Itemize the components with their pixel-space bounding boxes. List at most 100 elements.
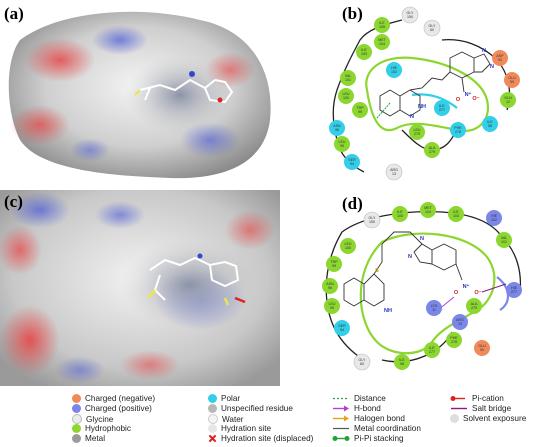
panel-c: (c) xyxy=(0,190,280,386)
legend-hydration-site: Hydration site xyxy=(208,424,271,433)
pi-pi-line-icon xyxy=(332,436,350,441)
legend-water: Water xyxy=(208,414,244,424)
legend-glycine: Glycine xyxy=(72,414,113,424)
surface-render-c xyxy=(0,190,280,386)
metal-coordination-line-icon xyxy=(333,427,349,430)
pocket-positive-outline xyxy=(496,276,509,311)
legend-metal: Metal xyxy=(72,434,105,443)
legend-halogen-bond: Halogen bond xyxy=(332,414,405,423)
ligand-structure-d xyxy=(343,231,463,307)
legend-hydration-displaced: Hydration site (displaced) xyxy=(208,434,313,443)
solvent-exposure-swatch xyxy=(450,414,459,423)
pi-cation-line-icon xyxy=(450,396,465,401)
legend-pi-pi: Pi-Pi stacking xyxy=(332,434,404,443)
hbond-arrow-icon xyxy=(333,405,349,412)
salt-bridge-interaction xyxy=(481,283,507,293)
hydration-site-swatch xyxy=(208,424,217,433)
atom-nh: NH xyxy=(418,104,426,110)
legend: Charged (negative) Charged (positive) Gl… xyxy=(0,386,550,447)
legend-distance: Distance xyxy=(332,394,386,403)
panel-label-c: (c) xyxy=(4,192,23,211)
panel-label-d: (d) xyxy=(342,194,363,213)
glycine-swatch xyxy=(72,414,82,424)
legend-unspecified: Unspecified residue xyxy=(208,404,293,413)
legend-solvent-exposure: Solvent exposure xyxy=(450,414,526,423)
panel-a: (a) xyxy=(0,0,280,186)
hydrophobic-swatch xyxy=(72,424,81,433)
atom-nplus: N⁺ xyxy=(463,283,470,290)
ligand-sticks-a xyxy=(139,78,234,104)
halogen-arrow-icon xyxy=(333,415,349,422)
polar-swatch xyxy=(208,394,217,403)
atom-o-minus: O⁻ xyxy=(474,290,481,296)
panel-label-b: (b) xyxy=(342,4,363,23)
legend-charged-positive: Charged (positive) xyxy=(72,404,152,413)
ligand-structure-b xyxy=(379,51,491,117)
atom-nplus: N⁺ xyxy=(465,91,472,98)
atom-nh: NH xyxy=(384,308,392,314)
surface-render-a xyxy=(8,11,271,179)
water-swatch xyxy=(208,414,218,424)
atom-n3: N xyxy=(410,114,414,120)
charged-negative-swatch xyxy=(72,394,81,403)
charged-positive-swatch xyxy=(72,404,81,413)
salt-bridge-line-icon xyxy=(451,407,467,410)
